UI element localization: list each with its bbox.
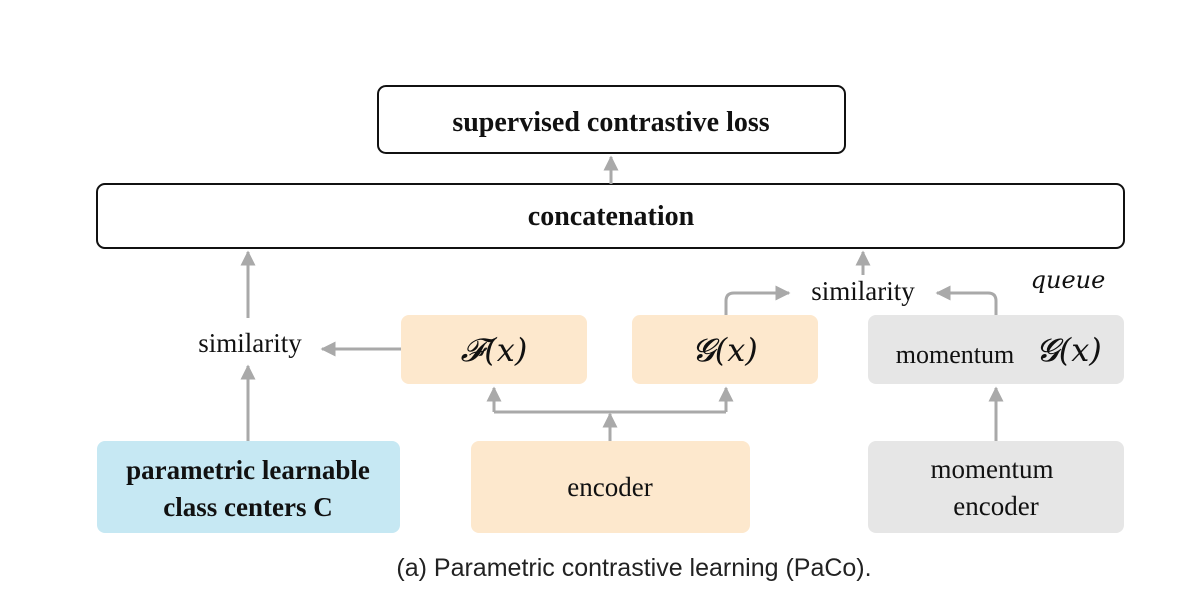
loss-label: supervised contrastive loss [452, 107, 769, 138]
g-head-label: 𝓖(x) [692, 331, 757, 369]
momentum-g-word: momentum [896, 340, 1014, 369]
arrow-g-to-similarity [724, 285, 791, 315]
momentum-encoder-line1: momentum [931, 454, 1054, 484]
similarity-right-label: similarity [811, 276, 915, 306]
momentum-g-math: 𝓖(x) [1036, 331, 1101, 369]
arrow-momentum-g-to-similarity [935, 285, 998, 315]
queue-label: queue [1031, 266, 1106, 294]
momentum-encoder-box [868, 441, 1124, 533]
momentum-g-box [868, 315, 1124, 384]
encoder-box [471, 441, 750, 533]
f-head-label: 𝓕(x) [461, 331, 528, 369]
encoder-label: encoder [567, 472, 652, 502]
g-head-box [632, 315, 818, 384]
concatenation-label: concatenation [528, 201, 695, 232]
loss-box [377, 85, 846, 154]
class-centers-line1: parametric learnable [126, 455, 370, 485]
class-centers-line2: class centers C [163, 492, 332, 522]
momentum-encoder-line2: encoder [953, 491, 1038, 521]
figure-caption: (a) Parametric contrastive learning (PaC… [396, 554, 871, 582]
f-head-box [401, 315, 587, 384]
similarity-left-label: similarity [198, 328, 302, 358]
class-centers-box [97, 441, 400, 533]
